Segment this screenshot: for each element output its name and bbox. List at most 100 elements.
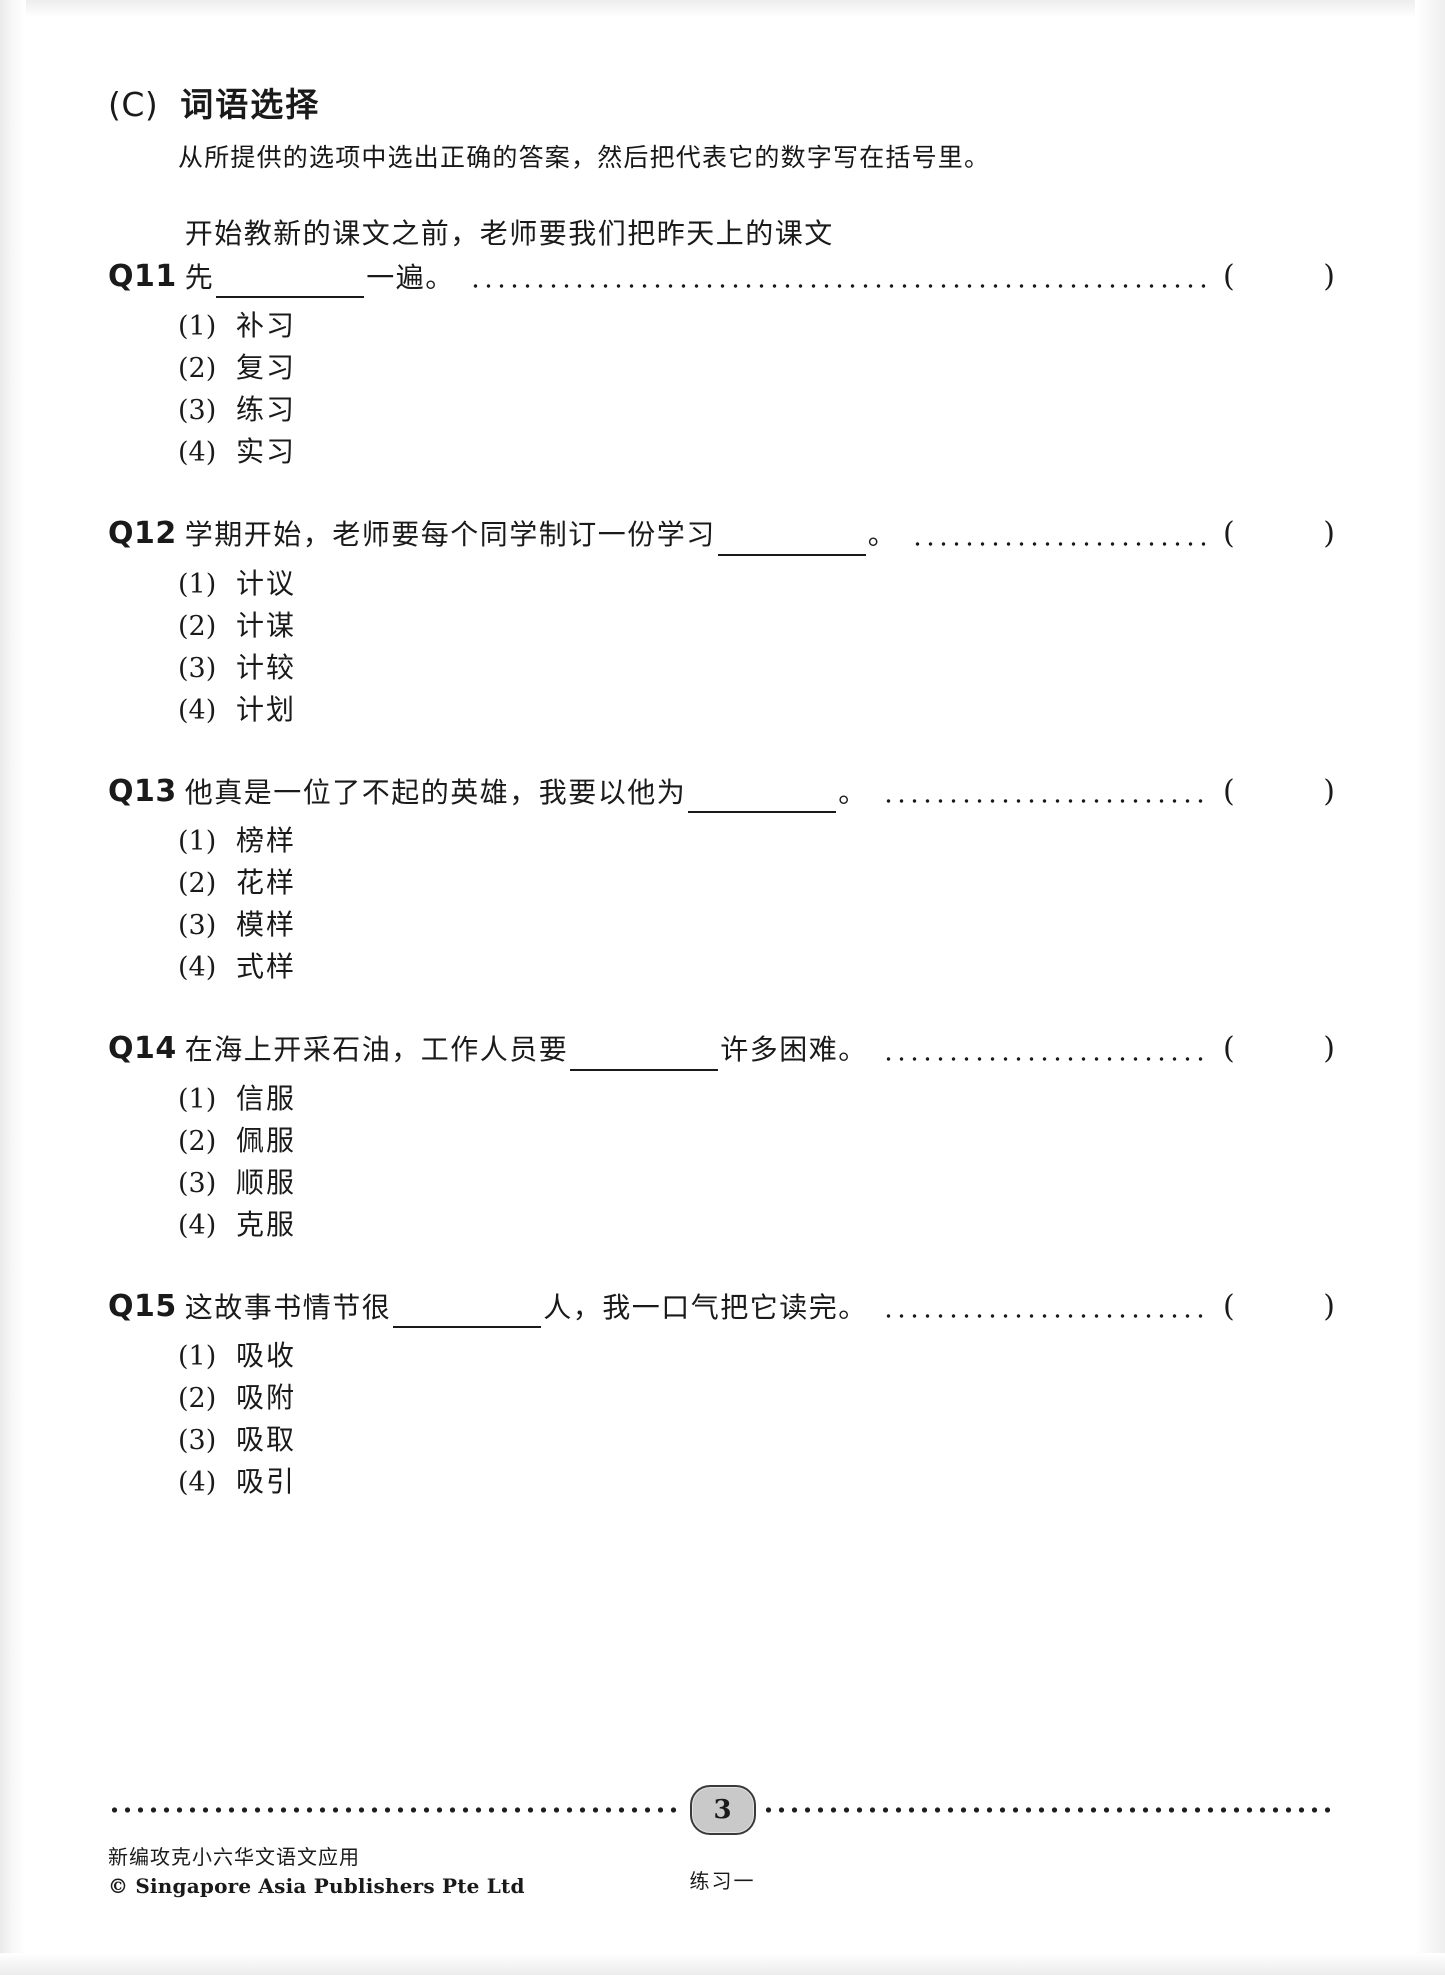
answer-parentheses[interactable]: () bbox=[1223, 255, 1335, 299]
option-list: (1) 信服 (2)佩服 (3)顺服 (4) 克服 bbox=[178, 1081, 1335, 1241]
dot-leader bbox=[911, 540, 1209, 547]
question-body: 这故事书情节很 人，我一口气把它读完。 () bbox=[185, 1285, 1335, 1329]
exercise-label: 练习一 bbox=[689, 1869, 756, 1893]
footer-dot-rule-right bbox=[761, 1806, 1337, 1814]
option-item[interactable]: (2) 花样 bbox=[178, 866, 1335, 900]
option-item[interactable]: (2)计谋 bbox=[178, 611, 1335, 640]
imprint-title-cn: 新编攻克小六华文语文应用 bbox=[108, 1845, 360, 1869]
option-list: (1)榜样 (2) 花样 (3)模样 (4) 式样 bbox=[178, 826, 1335, 984]
paren-open: ( bbox=[1223, 516, 1235, 552]
question-text: 学期开始，老师要每个同学制订一份学习 bbox=[184, 518, 716, 551]
question-body: 在海上开采石油，工作人员要许多困难。() bbox=[185, 1027, 1335, 1071]
page-number-badge: 3 bbox=[689, 1785, 756, 1835]
paren-close: ) bbox=[1323, 516, 1335, 552]
page-footer: 3 新编攻克小六华文语文应用 © Singapore Asia Publishe… bbox=[0, 1785, 1445, 1915]
option-text: 吸引 bbox=[236, 1465, 297, 1499]
option-item[interactable]: (4)吸引 bbox=[178, 1465, 1335, 1499]
option-list: (1)吸收 (2) 吸附 (3)吸取 (4)吸引 bbox=[178, 1341, 1335, 1499]
answer-parentheses[interactable]: () bbox=[1223, 1285, 1335, 1329]
question-text: 他真是一位了不起的英雄，我要以他为 bbox=[184, 775, 687, 809]
question-text: 这故事书情节很 bbox=[184, 1290, 392, 1324]
answer-parentheses[interactable]: () bbox=[1223, 512, 1335, 556]
option-number: (4) bbox=[178, 1209, 217, 1241]
answer-blank[interactable] bbox=[216, 270, 365, 299]
option-item[interactable]: (1)榜样 bbox=[178, 826, 1335, 858]
option-text: 练习 bbox=[236, 393, 297, 427]
option-text: 克服 bbox=[236, 1207, 297, 1241]
section-instruction: 从所提供的选项中选出正确的答案，然后把代表它的数字写在括号里。 bbox=[178, 143, 991, 172]
footer-dot-rule-left bbox=[108, 1806, 684, 1814]
answer-blank[interactable] bbox=[393, 1300, 542, 1329]
option-item[interactable]: (4) 式样 bbox=[178, 950, 1335, 984]
option-item[interactable]: (3)计较 bbox=[178, 650, 1335, 684]
option-number: (3) bbox=[178, 910, 217, 942]
option-item[interactable]: (3) 练习 bbox=[178, 393, 1335, 427]
question-text: 一遍。 bbox=[366, 260, 455, 294]
scan-edge-bottom bbox=[0, 1953, 1445, 1975]
option-number: (1) bbox=[178, 826, 217, 858]
option-item[interactable]: (4)实习 bbox=[178, 438, 1335, 467]
option-item[interactable]: (1)补习 bbox=[178, 312, 1335, 341]
option-item[interactable]: (3)吸取 bbox=[178, 1423, 1335, 1457]
option-item[interactable]: (1)吸收 bbox=[178, 1341, 1335, 1373]
paren-close: ) bbox=[1323, 1031, 1335, 1067]
dot-leader bbox=[881, 1313, 1209, 1320]
option-text: 吸取 bbox=[236, 1423, 297, 1457]
option-number: (2) bbox=[178, 868, 217, 900]
option-number: (3) bbox=[178, 1167, 217, 1199]
option-item[interactable]: (2) 吸附 bbox=[178, 1381, 1335, 1415]
option-item[interactable]: (2)佩服 bbox=[178, 1123, 1335, 1157]
dot-leader bbox=[468, 283, 1209, 290]
option-number: (2) bbox=[178, 1383, 217, 1415]
question-text: 人，我一口气把它读完。 bbox=[543, 1290, 868, 1324]
option-number: (4) bbox=[178, 694, 217, 726]
imprint-block: 新编攻克小六华文语文应用 © Singapore Asia Publishers… bbox=[108, 1843, 525, 1901]
answer-blank[interactable] bbox=[688, 785, 837, 814]
option-text: 式样 bbox=[236, 950, 297, 984]
footer-meta: 新编攻克小六华文语文应用 © Singapore Asia Publishers… bbox=[108, 1843, 1337, 1915]
question-text-row: 开始教新的课文之前，老师要我们把昨天上的课文 bbox=[185, 214, 1335, 255]
answer-parentheses[interactable]: () bbox=[1223, 770, 1335, 814]
option-text: 计较 bbox=[236, 650, 297, 684]
option-text: 花样 bbox=[236, 866, 297, 900]
question-text: 开始教新的课文之前，老师要我们把昨天上的课文 bbox=[184, 217, 834, 250]
option-item[interactable]: (3)顺服 bbox=[178, 1167, 1335, 1199]
question-text-row: 在海上开采石油，工作人员要许多困难。() bbox=[185, 1027, 1335, 1071]
option-item[interactable]: (2)复习 bbox=[178, 354, 1335, 383]
option-item[interactable]: (4) 克服 bbox=[178, 1207, 1335, 1241]
answer-blank[interactable] bbox=[570, 1043, 719, 1071]
answer-parentheses[interactable]: () bbox=[1223, 1027, 1335, 1071]
option-text: 吸附 bbox=[236, 1381, 297, 1415]
answer-blank[interactable] bbox=[717, 528, 866, 556]
option-number: (1) bbox=[178, 1341, 217, 1373]
option-number: (3) bbox=[178, 395, 217, 427]
dot-leader bbox=[881, 798, 1209, 805]
option-item[interactable]: (1)计议 bbox=[178, 566, 1335, 600]
question-text: 先 bbox=[184, 260, 215, 294]
option-number: (4) bbox=[178, 952, 217, 984]
question-text-row: 他真是一位了不起的英雄，我要以他为。() bbox=[185, 770, 1335, 814]
paren-open: ( bbox=[1223, 1288, 1235, 1324]
section-title: 词语选择 bbox=[180, 85, 321, 124]
page-content: (C) 词语选择 从所提供的选项中选出正确的答案，然后把代表它的数字写在括号里。… bbox=[108, 85, 1335, 1496]
option-item[interactable]: (4)计划 bbox=[178, 694, 1335, 726]
option-text: 信服 bbox=[236, 1081, 297, 1115]
option-text: 佩服 bbox=[236, 1123, 297, 1157]
option-text: 计议 bbox=[236, 566, 297, 600]
question-id: Q13 bbox=[108, 773, 177, 809]
option-item[interactable]: (1) 信服 bbox=[178, 1081, 1335, 1115]
question-body: 他真是一位了不起的英雄，我要以他为。() bbox=[185, 770, 1335, 814]
option-number: (1) bbox=[178, 1083, 217, 1115]
section-letter: (C) bbox=[108, 85, 159, 124]
option-item[interactable]: (3)模样 bbox=[178, 910, 1335, 942]
paren-close: ) bbox=[1323, 258, 1335, 294]
